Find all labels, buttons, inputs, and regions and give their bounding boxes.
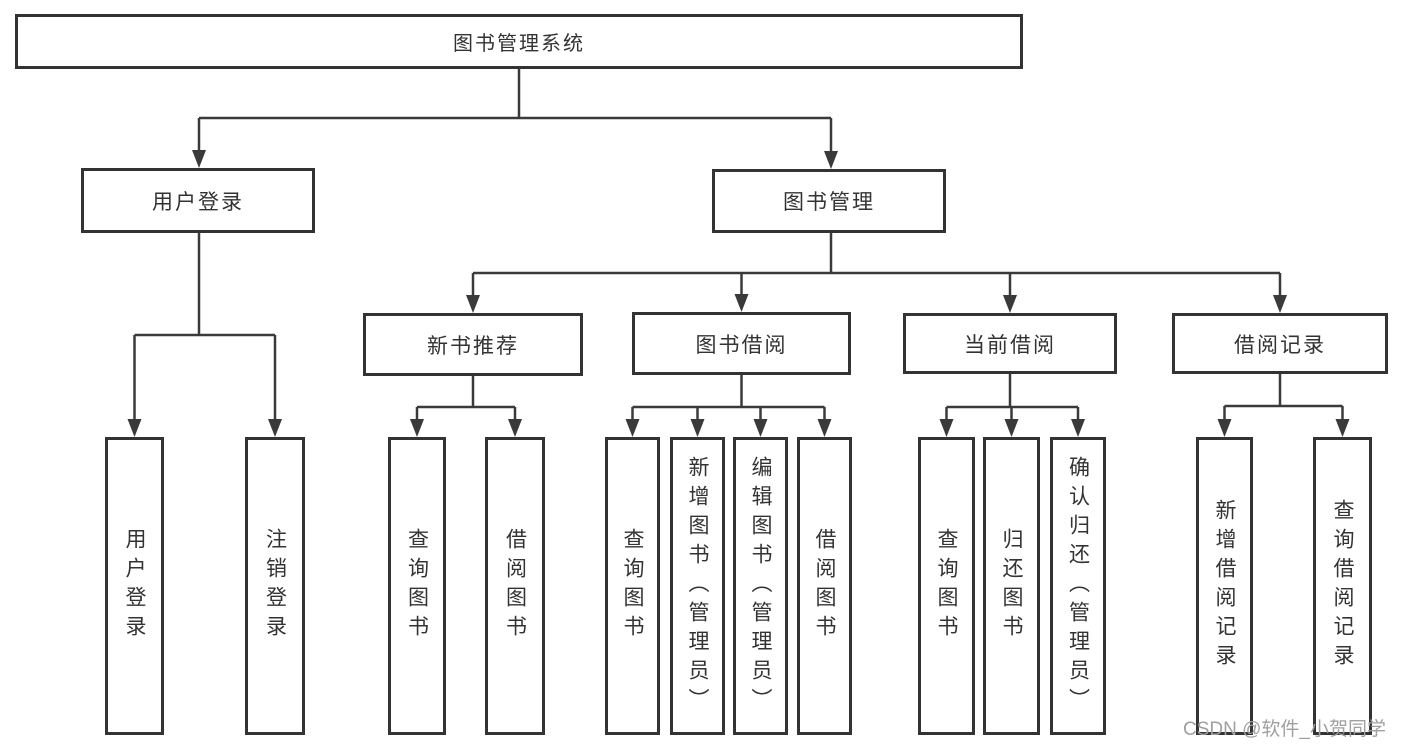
node-current-borrowing: 当前借阅 xyxy=(903,313,1117,374)
node-label: 查询图书 xyxy=(621,528,644,644)
leaf-borrow-books-recommend: 借阅图书 xyxy=(485,437,545,735)
node-book-borrowing: 图书借阅 xyxy=(632,312,851,375)
node-label: 借阅图书 xyxy=(503,528,527,644)
node-label: 注销登录 xyxy=(263,528,287,644)
node-label: 用户登录 xyxy=(152,190,244,214)
node-label: 借阅记录 xyxy=(1234,333,1326,357)
leaf-confirm-return-admin: 确认归还（管理员） xyxy=(1050,437,1106,735)
leaf-edit-books-admin: 编辑图书（管理员） xyxy=(733,437,788,735)
node-label: 新增借阅记录 xyxy=(1213,499,1236,673)
leaf-borrow-books: 借阅图书 xyxy=(797,437,852,735)
leaf-add-books-admin: 新增图书（管理员） xyxy=(670,437,725,735)
node-borrowing-records: 借阅记录 xyxy=(1172,313,1388,374)
leaf-user-login: 用户登录 xyxy=(105,437,164,735)
node-label: 新书推荐 xyxy=(427,334,519,358)
node-library-management-system: 图书管理系统 xyxy=(15,14,1023,69)
leaf-query-books-recommend: 查询图书 xyxy=(388,437,446,735)
csdn-watermark: CSDN @软件_小贺同学 xyxy=(1183,719,1386,740)
node-user-login: 用户登录 xyxy=(81,168,315,233)
leaf-add-borrow-record: 新增借阅记录 xyxy=(1196,437,1253,735)
node-label: 查询借阅记录 xyxy=(1331,499,1354,673)
node-label: 查询图书 xyxy=(405,528,429,644)
node-label: 编辑图书（管理员） xyxy=(749,455,772,717)
node-label: 图书管理系统 xyxy=(453,33,585,55)
node-label: 归还图书 xyxy=(1000,528,1023,644)
node-label: 图书管理 xyxy=(783,191,875,214)
node-new-book-recommendation: 新书推荐 xyxy=(363,313,583,376)
node-label: 图书借阅 xyxy=(695,333,788,357)
leaf-query-books-borrowing: 查询图书 xyxy=(605,437,660,735)
leaf-query-books-current: 查询图书 xyxy=(918,437,975,735)
node-label: 确认归还（管理员） xyxy=(1066,455,1090,717)
node-label: 借阅图书 xyxy=(813,528,836,644)
leaf-logout: 注销登录 xyxy=(245,437,305,735)
node-label: 当前借阅 xyxy=(964,333,1056,357)
node-label: 新增图书（管理员） xyxy=(686,455,709,717)
leaf-return-books: 归还图书 xyxy=(983,437,1040,735)
node-label: 查询图书 xyxy=(935,528,958,644)
node-label: 用户登录 xyxy=(123,528,146,644)
node-book-management: 图书管理 xyxy=(712,169,946,233)
leaf-query-borrow-record: 查询借阅记录 xyxy=(1313,437,1372,735)
